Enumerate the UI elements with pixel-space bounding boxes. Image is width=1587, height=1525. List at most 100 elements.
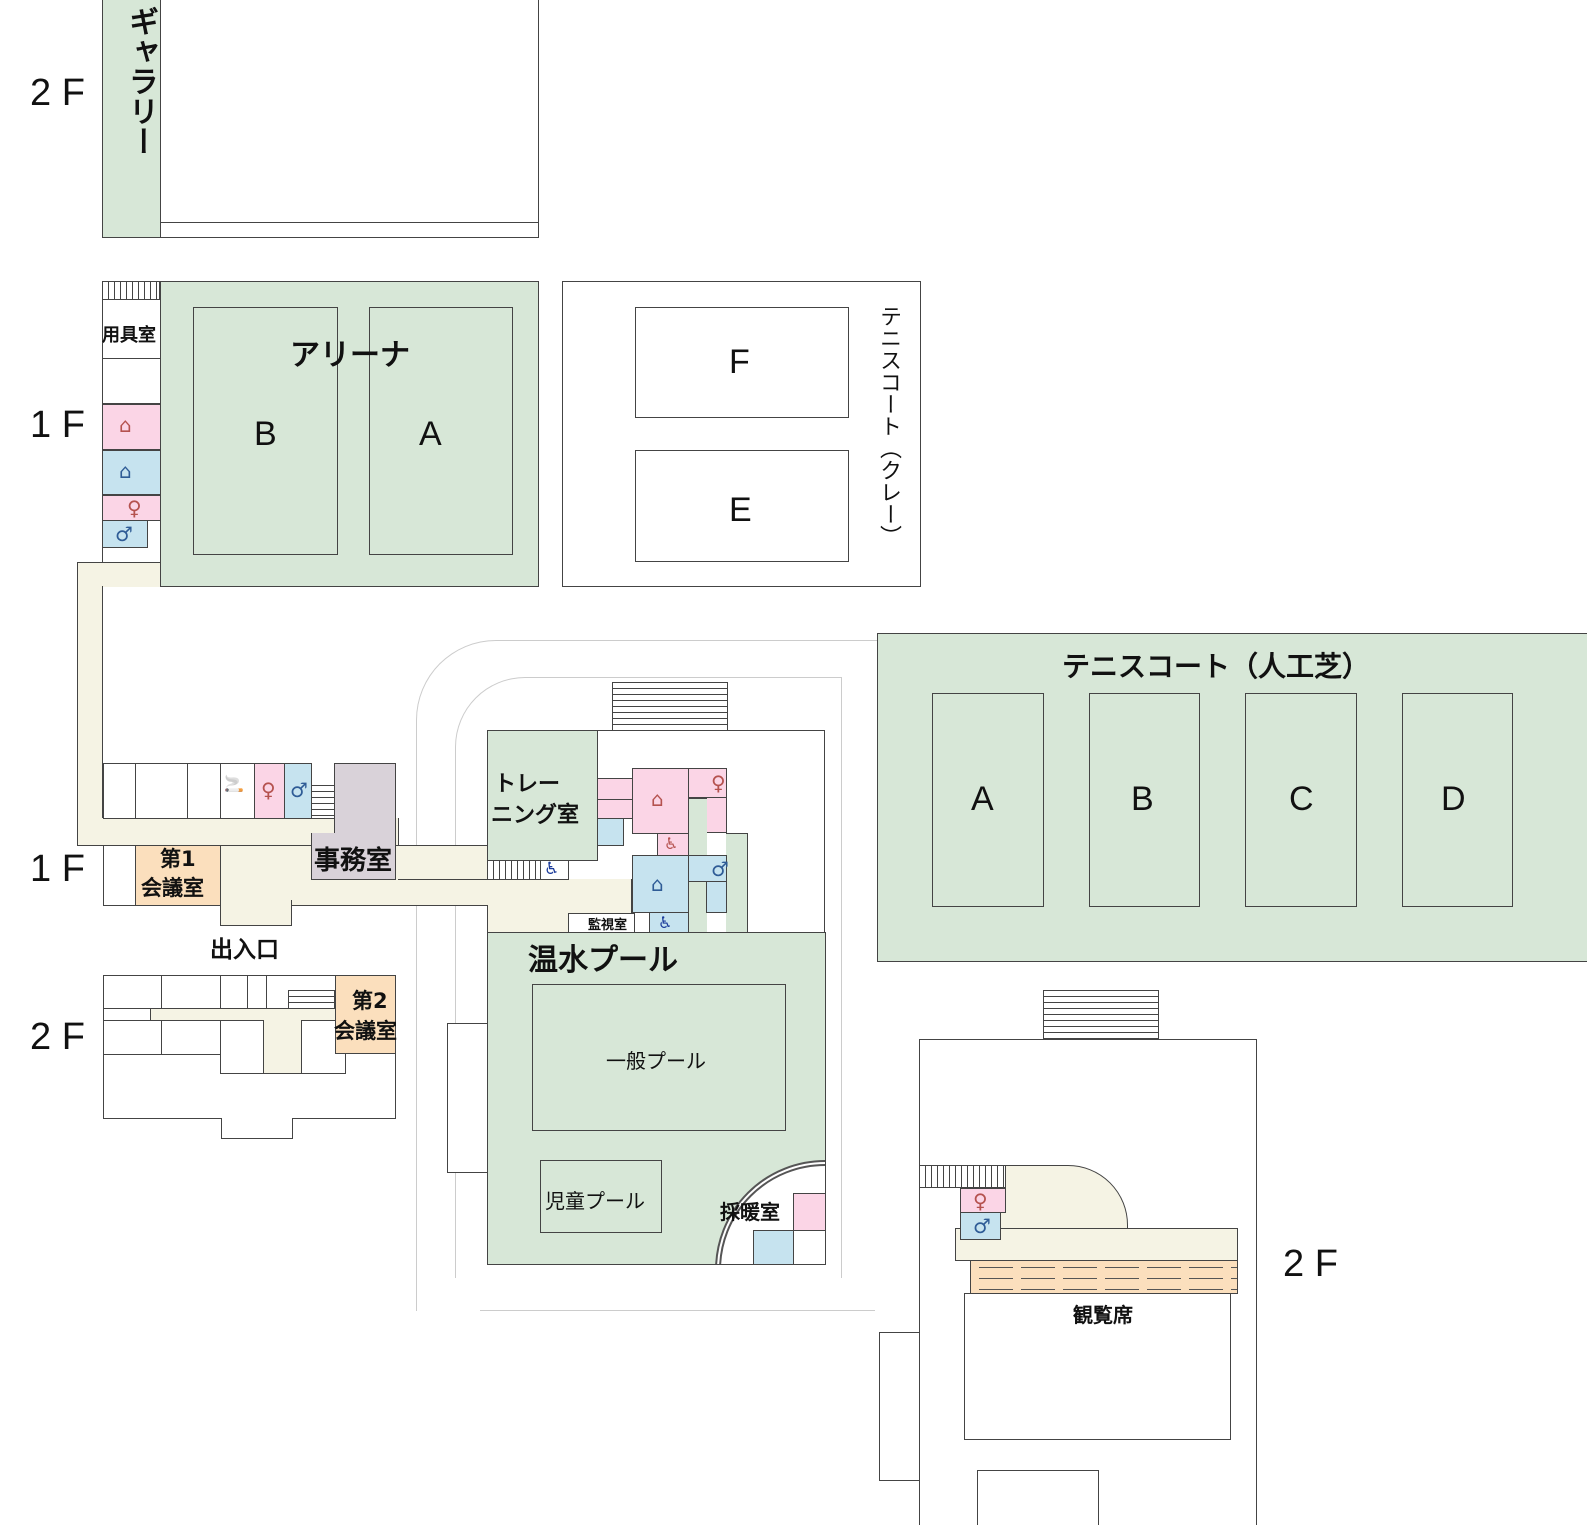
female-icon: ♀ — [261, 778, 276, 802]
floor-label-2f: 2 F — [30, 72, 85, 114]
room — [220, 1020, 264, 1074]
turf-court-c-label: C — [1289, 780, 1314, 818]
arena-court-b[interactable] — [193, 307, 338, 555]
meeting-room-1-label-1: 第1 — [160, 847, 196, 871]
turf-court-d-label: D — [1441, 780, 1466, 818]
male-icon: ♂ — [973, 1214, 991, 1238]
male-toilet[interactable]: ♂ — [284, 763, 312, 819]
room — [135, 763, 188, 819]
arena-title: アリーナ — [290, 338, 410, 373]
arena-court-a[interactable] — [369, 307, 513, 555]
arena-2f-outline — [102, 0, 539, 238]
meeting-room-2[interactable] — [335, 975, 396, 1054]
female-icon: ♀ — [127, 496, 142, 520]
corridor-top — [77, 562, 161, 587]
room — [103, 845, 136, 906]
pool-2f-male-toilet[interactable]: ♂ — [960, 1212, 1001, 1240]
arena-stairs — [102, 281, 160, 300]
arena-2f-ledge — [160, 222, 539, 238]
pool-corridor — [398, 879, 488, 906]
general-pool[interactable] — [532, 984, 786, 1131]
walkway-inner — [455, 677, 842, 1278]
arena-court-a-label: A — [419, 415, 442, 453]
wheelchair-icon: ♿ — [544, 859, 560, 879]
entrance-area[interactable] — [220, 900, 292, 926]
pool-2f-stairs-small — [919, 1165, 1006, 1188]
female-toilet[interactable]: ♀ — [688, 768, 727, 798]
hanger-icon: ⌂ — [119, 413, 132, 437]
hanger-icon: ⌂ — [651, 787, 664, 811]
clay-court-e-label: E — [729, 491, 752, 529]
male-shower-room[interactable] — [706, 881, 727, 913]
stairs — [487, 860, 541, 880]
accessible-toilet[interactable]: ♿ — [540, 860, 569, 880]
female-accessible[interactable]: ♿ — [657, 833, 689, 857]
male-toilet[interactable]: ♂ — [688, 855, 729, 882]
pool-passage-2 — [726, 833, 748, 933]
warming-room-label: 採暖室 — [720, 1200, 780, 1224]
wheelchair-icon: ♿ — [664, 834, 679, 853]
main-2f-tab — [221, 1118, 293, 1139]
female-locker[interactable]: ⌂ — [632, 768, 689, 834]
warming-room-male[interactable] — [753, 1230, 794, 1265]
pool-2f-female-toilet[interactable]: ♀ — [960, 1188, 1006, 1213]
turf-court-b[interactable] — [1089, 693, 1200, 907]
arena-female-locker[interactable]: ⌂ — [102, 404, 161, 450]
room — [103, 763, 136, 819]
smoking-room[interactable]: 🚬 — [220, 763, 255, 819]
arena-male-toilet[interactable]: ♂ — [102, 520, 148, 548]
hanger-icon: ⌂ — [651, 872, 664, 896]
turf-court-b-label: B — [1131, 780, 1154, 818]
male-icon: ♂ — [711, 857, 729, 881]
office-lower — [311, 833, 396, 880]
turf-court-a[interactable] — [932, 693, 1044, 907]
turf-court-c[interactable] — [1245, 693, 1357, 907]
tennis-turf-title: テニスコート（人工芝） — [1062, 650, 1371, 683]
pool-2f-room — [977, 1470, 1099, 1525]
male-locker[interactable]: ⌂ — [632, 855, 689, 913]
arena-male-locker[interactable]: ⌂ — [102, 450, 161, 495]
gallery-label: ギャラリー — [123, 6, 158, 156]
training-room-label-2: ニング室 — [491, 803, 580, 828]
walkway-bottom — [480, 1310, 875, 1311]
corridor-2f — [150, 1008, 336, 1021]
female-shower-room[interactable] — [706, 797, 727, 833]
arena-female-toilet[interactable]: ♀ — [102, 495, 161, 521]
floor-label-2f-pool: 2 F — [1283, 1243, 1338, 1285]
storage-label: 用具室 — [102, 325, 156, 346]
corridor-vertical — [77, 586, 103, 833]
hanger-icon: ⌂ — [119, 459, 132, 483]
warming-room-female[interactable] — [793, 1193, 826, 1231]
meeting-room-1[interactable] — [135, 845, 221, 906]
meeting-room-1-label-2: 会議室 — [141, 876, 204, 900]
male-icon: ♂ — [115, 522, 133, 546]
kids-pool[interactable] — [540, 1160, 662, 1233]
pool-stairs — [612, 682, 728, 731]
meeting-room-2-label-2: 会議室 — [334, 1019, 397, 1043]
female-toilet[interactable]: ♀ — [254, 763, 285, 819]
female-icon: ♀ — [973, 1189, 988, 1213]
spectator-seating-label: 観覧席 — [1073, 1303, 1133, 1327]
floor-label-1f: 1 F — [30, 404, 85, 446]
clay-court-f[interactable] — [635, 307, 849, 418]
spectator-seating[interactable] — [970, 1260, 1238, 1294]
pool-2f-annex — [879, 1332, 920, 1481]
smoking-icon: 🚬 — [224, 774, 244, 793]
male-accessible[interactable]: ♿ — [649, 912, 689, 933]
clay-court-f-label: F — [729, 343, 750, 381]
stairs — [288, 990, 335, 1009]
room — [103, 975, 162, 1009]
gallery[interactable] — [102, 0, 161, 238]
clay-court-e[interactable] — [635, 450, 849, 562]
room — [220, 975, 248, 1009]
pool-2f-void — [964, 1293, 1231, 1440]
female-icon: ♀ — [711, 771, 726, 795]
room — [103, 1020, 162, 1055]
arena-room — [102, 358, 161, 404]
turf-court-d[interactable] — [1402, 693, 1513, 907]
meeting-room-2-label-1: 第2 — [352, 989, 388, 1013]
room — [187, 763, 221, 819]
entrance-label: 出入口 — [210, 937, 279, 963]
male-locker-small[interactable] — [597, 818, 624, 846]
